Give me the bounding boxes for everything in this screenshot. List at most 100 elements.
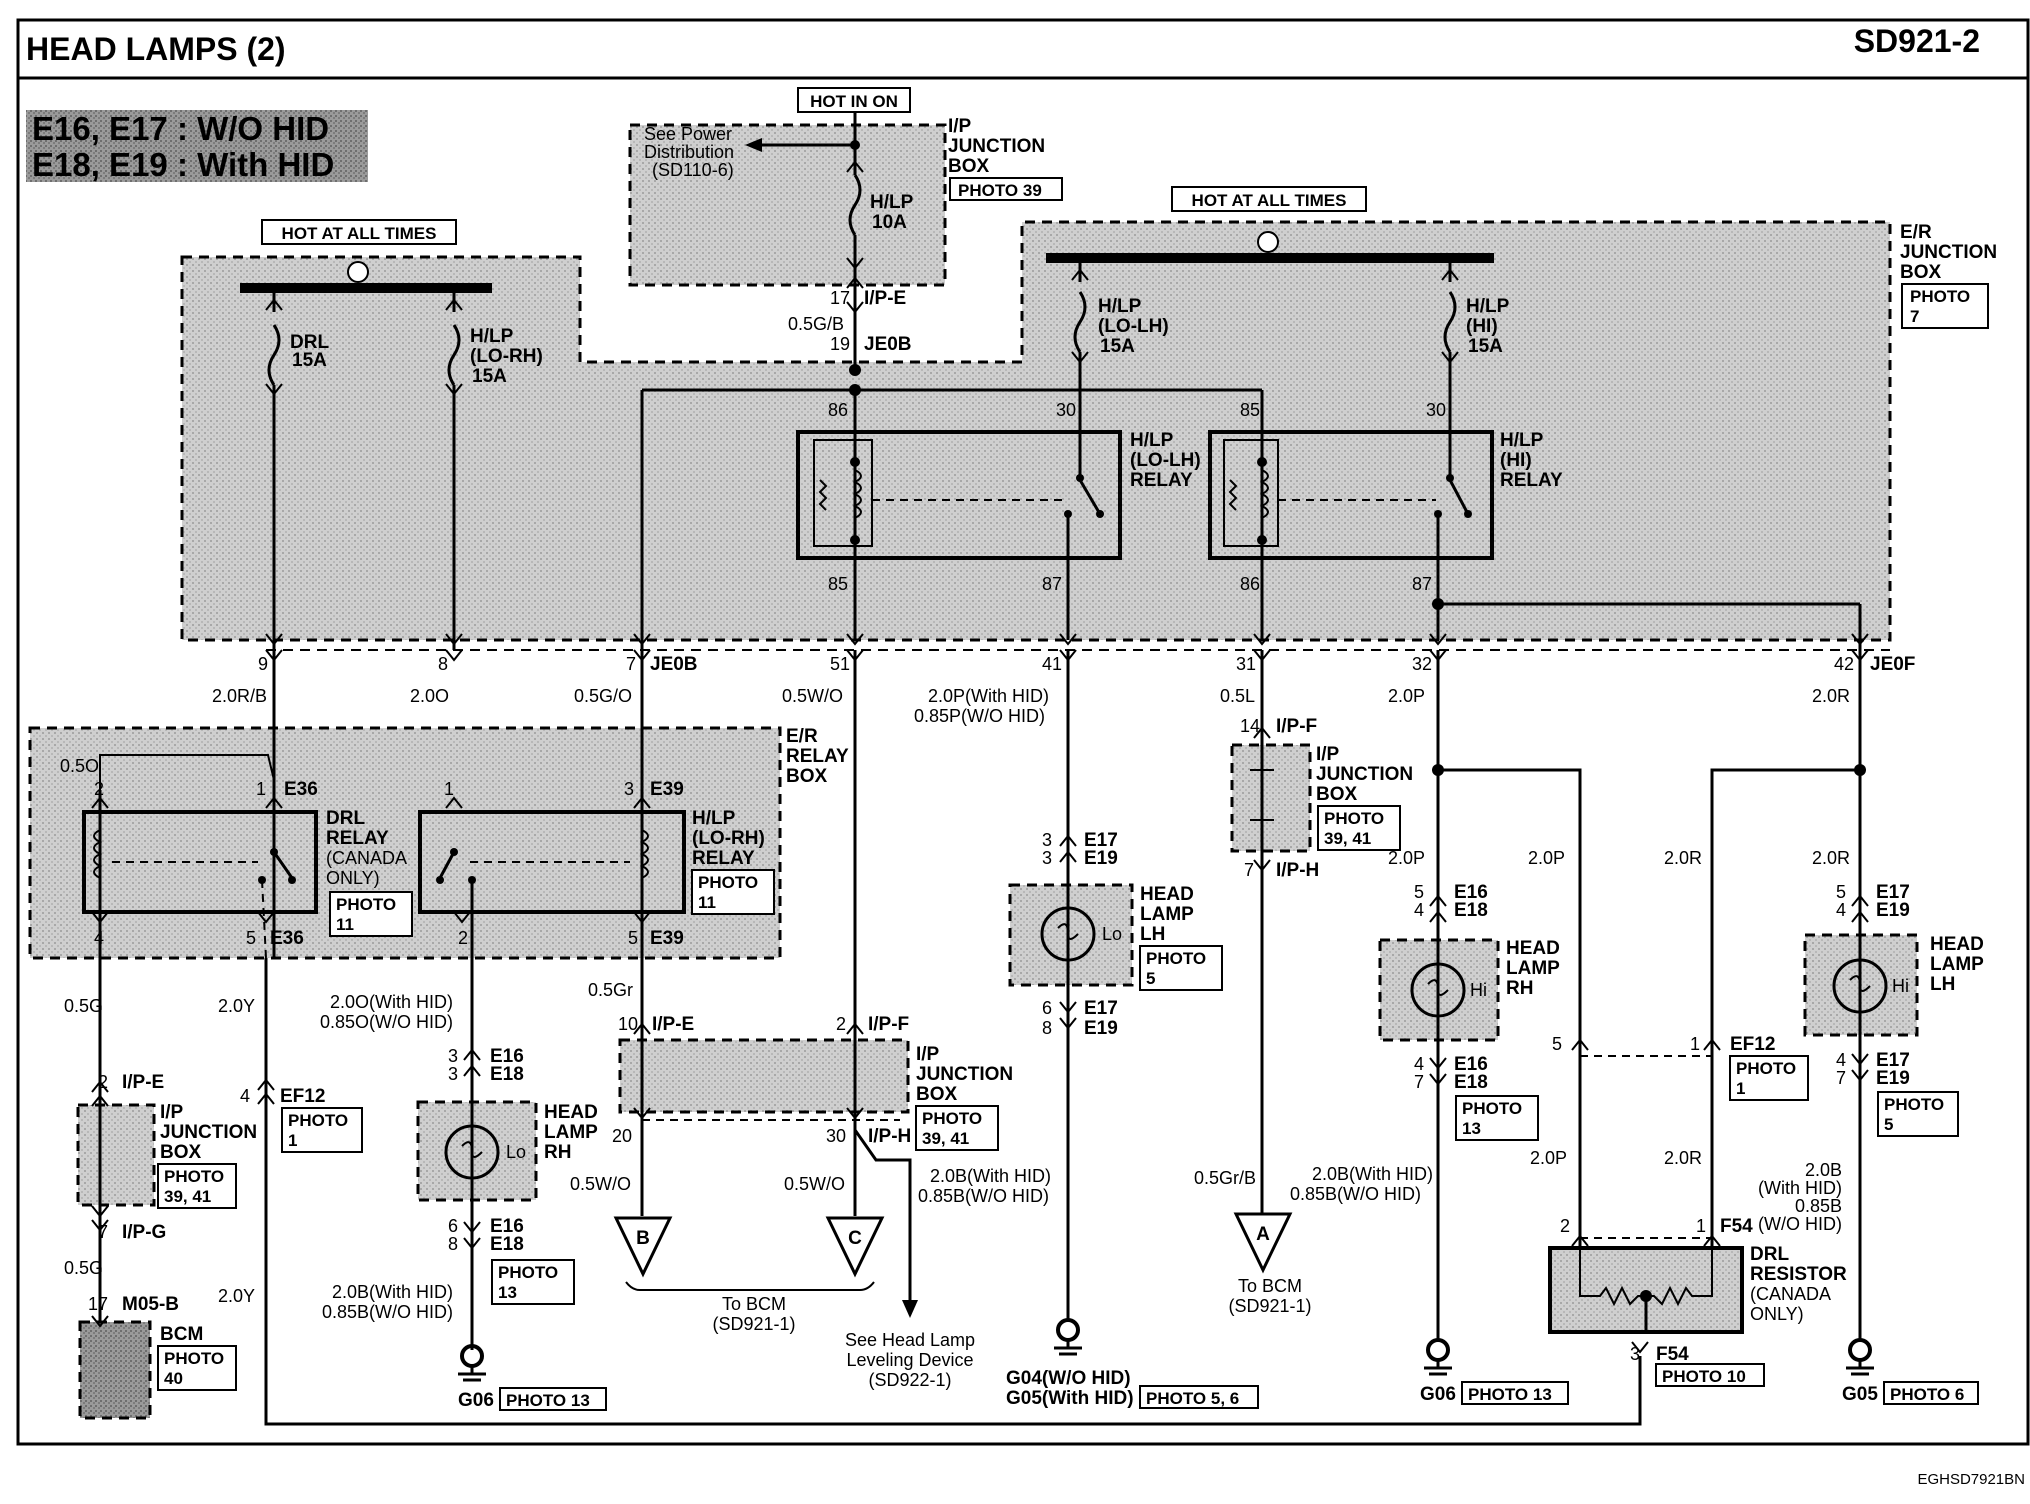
left-wire-05g: 0.5G (64, 996, 103, 1016)
lamp-rhlo-conn-e16: E16 (490, 1046, 524, 1067)
ip-fuse-label-2: 10A (872, 212, 907, 233)
ground-g05-label: G05(With HID) (1006, 1388, 1134, 1409)
relay-lorh-label-3: RELAY (692, 848, 755, 869)
lamp-rhhi-pin-4b: 4 (1414, 1054, 1424, 1074)
relay-drl-pin-5: 5 (246, 928, 256, 948)
er-pin-42: 42 (1834, 654, 1854, 674)
bcm-box (78, 1320, 152, 1420)
er-pin-32: 32 (1412, 654, 1432, 674)
relay-lorh-conn-e39-top: E39 (650, 779, 684, 800)
mid-pin-30: 30 (826, 1126, 846, 1146)
left-wire-20y-2: 2.0Y (218, 1286, 255, 1306)
relay-hi-pin-86: 86 (1240, 574, 1260, 594)
rip-to-bcm-2: (SD921-1) (1228, 1296, 1311, 1316)
wire-05l: 0.5L (1220, 686, 1255, 706)
wire-05o: 0.5O (60, 756, 99, 776)
head-lamp-rh-lo-box (416, 1100, 538, 1202)
rip-pin-7: 7 (1244, 860, 1254, 880)
head-lamp-lh-lo-box (1008, 883, 1134, 987)
connector-a-label: A (1256, 1224, 1270, 1245)
ip-box-title-2: JUNCTION (948, 136, 1045, 157)
er-pin-31: 31 (1236, 654, 1256, 674)
relay-lo-lh (796, 430, 1122, 600)
left-ip-photo-2: 39, 41 (164, 1187, 211, 1206)
lamp-rhhi-pin-5: 5 (1414, 882, 1424, 902)
drlr-ef12-photo-1: PHOTO (1736, 1059, 1796, 1078)
relay-drl-label-2: RELAY (326, 828, 389, 849)
hot-at-all-times-right: HOT AT ALL TIMES (1192, 191, 1347, 210)
lamp-rhlo-pin-6: 6 (448, 1216, 458, 1236)
ground-g06-left-icon (458, 1344, 486, 1382)
lamp-rhhi-conn-e16: E16 (1454, 882, 1488, 903)
er-pin-41: 41 (1042, 654, 1062, 674)
drlr-conn-ef12: EF12 (1730, 1034, 1775, 1055)
drlr-label-2: RESISTOR (1750, 1264, 1847, 1285)
fuse-hi (1441, 258, 1459, 430)
lamp-rhlo-pin-3a: 3 (448, 1046, 458, 1066)
hot-at-all-times-left: HOT AT ALL TIMES (282, 224, 437, 243)
er-photo-2: 7 (1910, 307, 1919, 326)
outer-frame (16, 18, 2030, 1446)
relay-lolh-pin-87: 87 (1042, 574, 1062, 594)
ground-g04-label: G04(W/O HID) (1006, 1368, 1131, 1389)
footer-code: EGHSD7921BN (1917, 1471, 2025, 1488)
drlr-pin-1b: 1 (1696, 1216, 1706, 1236)
lamp-rhhi-wire: 2.0P (1388, 848, 1425, 868)
rip-to-bcm-1: To BCM (1238, 1276, 1302, 1296)
lamp-rhhi-mark: Hi (1470, 980, 1487, 1000)
lamp-lhhi-pin-4: 4 (1836, 900, 1846, 920)
mid-pin-2: 2 (836, 1014, 846, 1034)
drlr-conn-f54: F54 (1720, 1216, 1753, 1237)
drlr-label-3: (CANADA (1750, 1284, 1831, 1304)
lamp-rhlo-wire-4: 0.85B(W/O HID) (322, 1302, 453, 1322)
drlr-pin-5: 5 (1552, 1034, 1562, 1054)
relay-lolh-pin-86: 86 (828, 400, 848, 420)
lamp-rhhi-conn-e16b: E16 (1454, 1054, 1488, 1075)
pin-19-je0b: 19 (830, 334, 850, 354)
lamp-lhhi-photo-1: PHOTO (1884, 1095, 1944, 1114)
fuse-drl-label-1: DRL (290, 332, 329, 353)
lamp-lhhi-conn-e17b: E17 (1876, 1050, 1910, 1071)
mid-to-bcm-1: To BCM (722, 1294, 786, 1314)
page-code: SD921-2 (1854, 23, 1980, 59)
fuse-lo-rh (445, 288, 463, 650)
er-box-title-2: JUNCTION (1900, 242, 1997, 263)
lamp-lhlo-photo-2: 5 (1146, 969, 1155, 988)
relay-lorh-label-2: (LO-RH) (692, 828, 765, 849)
lamp-rhhi-photo-1: PHOTO (1462, 1099, 1522, 1118)
legend-line-1: E16, E17 : W/O HID (32, 110, 329, 147)
wire-20o: 2.0O (410, 686, 449, 706)
drlr-conn-f54b: F54 (1656, 1344, 1689, 1365)
drlr-label-4: ONLY) (1750, 1304, 1804, 1324)
relay-drl-conn-e36-top: E36 (284, 779, 318, 800)
lamp-lhhi-pin-4b: 4 (1836, 1050, 1846, 1070)
connector-c-label: C (848, 1228, 862, 1249)
lamp-lhhi-pin-5: 5 (1836, 882, 1846, 902)
left-ef12-photo-2: 1 (288, 1131, 297, 1150)
left-ipbox-2: JUNCTION (160, 1122, 257, 1143)
lamp-lhlo-conn-e17b: E17 (1084, 998, 1118, 1019)
connector-a-icon (1233, 1212, 1293, 1274)
er-relay-box-title-3: BOX (786, 766, 828, 787)
left-conn-ipe: I/P-E (122, 1072, 164, 1093)
relay-lo-rh (418, 650, 686, 958)
ip-junction-box-left (76, 1103, 156, 1207)
relay-hi-label-2: (HI) (1500, 450, 1532, 471)
lamp-rhlo-label-1: HEAD (544, 1102, 598, 1123)
mid-conn-ipf: I/P-F (868, 1014, 909, 1035)
relay-drl-pin-4: 4 (94, 928, 104, 948)
relay-drl-label-4: ONLY) (326, 868, 380, 888)
er-relay-box-title-1: E/R (786, 726, 818, 747)
er-pin-51: 51 (830, 654, 850, 674)
relay-lorh-photo-2: 11 (698, 893, 716, 912)
connector-b-label: B (636, 1228, 650, 1249)
left-pin-7: 7 (98, 1222, 108, 1242)
mid-wire-level-1: 2.0B(With HID) (930, 1166, 1051, 1186)
relay-lolh-pin-30: 30 (1056, 400, 1076, 420)
legend-box: E16, E17 : W/O HID E18, E19 : With HID (26, 110, 368, 183)
fuse-lolh-label-2: (LO-LH) (1098, 316, 1169, 337)
lamp-rhlo-label-3: RH (544, 1142, 571, 1163)
lamp-lhlo-mark: Lo (1102, 924, 1122, 944)
lamp-lhlo-pin-6: 6 (1042, 998, 1052, 1018)
